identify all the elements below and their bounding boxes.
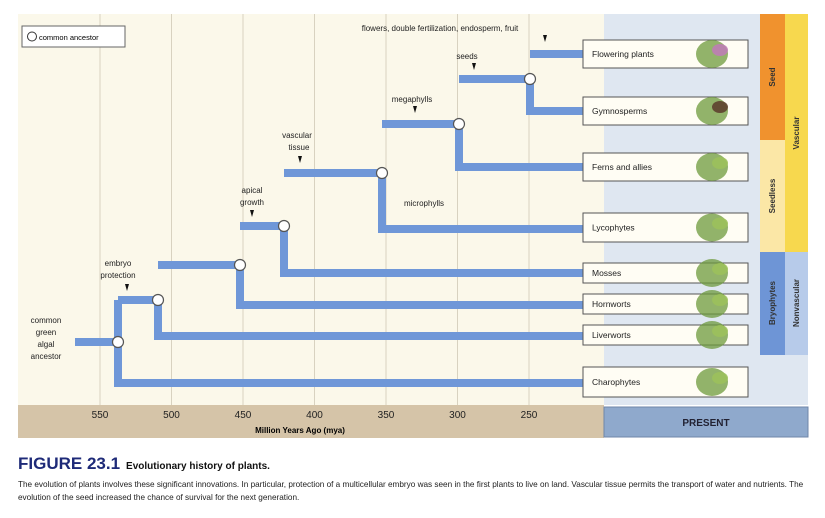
apical-label: growth: [240, 198, 264, 207]
tick-label: 550: [92, 410, 109, 421]
megaphylls-label: megaphylls: [392, 95, 432, 104]
tick-label: 250: [521, 410, 538, 421]
ancestor-node: [151, 293, 165, 307]
tick-label: 500: [163, 410, 180, 421]
plant-illustration-icon: [696, 259, 728, 287]
ancestor-label: common: [31, 316, 62, 325]
taxon-label: Lycophytes: [592, 223, 635, 233]
ancestor-node: [375, 166, 389, 180]
taxon-flowering-plants: Flowering plants: [582, 39, 749, 69]
legend-label: common ancestor: [39, 33, 99, 42]
ancestor-node: [523, 72, 537, 86]
taxon-label: Charophytes: [592, 377, 640, 387]
vascular-label: Vascular: [792, 117, 801, 150]
taxon-label: Mosses: [592, 268, 621, 278]
taxon-mosses: Mosses: [582, 259, 749, 287]
tree-lines: [75, 50, 583, 387]
taxon-hornworts: Hornworts: [582, 290, 749, 318]
taxon-charophytes: Charophytes: [582, 366, 749, 398]
plant-illustration-icon: [696, 97, 728, 125]
embryo-label: embryo: [105, 259, 132, 268]
tick-label: 450: [235, 410, 252, 421]
plant-illustration-icon: [696, 290, 728, 318]
group-vascular: [785, 14, 808, 252]
group-seed: [760, 14, 785, 140]
taxon-label: Flowering plants: [592, 49, 654, 59]
flowers-label: flowers, double fertilization, endosperm…: [362, 24, 519, 33]
bryophytes-label: Bryophytes: [768, 280, 777, 325]
vascular-tissue-label: vascular: [282, 131, 312, 140]
present-box: [603, 406, 809, 438]
taxon-label: Gymnosperms: [592, 106, 647, 116]
taxon-lycophytes: Lycophytes: [582, 212, 749, 243]
taxon-ferns-and-allies: Ferns and allies: [582, 152, 749, 182]
taxon-liverworts: Liverworts: [582, 321, 749, 349]
apical-label: apical: [242, 186, 263, 195]
time-axis: [18, 405, 604, 438]
taxon-label: Liverworts: [592, 330, 631, 340]
ancestor-label: ancestor: [31, 352, 62, 361]
nonvascular-label: Nonvascular: [792, 279, 801, 327]
ancestor-label: green: [36, 328, 56, 337]
branches: [75, 50, 583, 387]
innovation-arrows: [125, 35, 547, 291]
taxon-label: Ferns and allies: [592, 162, 652, 172]
vascular-tissue-label: tissue: [289, 143, 310, 152]
seedless-label: Seedless: [768, 178, 777, 213]
group-bryophytes: [760, 252, 785, 355]
tick-label: 350: [378, 410, 395, 421]
phylogeny-diagram: 550 500 450 400 350 300 250 Million Years Ago …: [18, 14, 809, 438]
legend-box: [21, 25, 126, 48]
plant-illustration-icon: [696, 40, 728, 68]
plant-illustration-icon: [696, 153, 728, 181]
ancestor-node: [233, 258, 247, 272]
axis-label: Million Years Ago (mya): [255, 426, 345, 435]
plot-background: [18, 14, 604, 405]
figure-caption-text: The evolution of plants involves these s…: [18, 480, 804, 502]
taxa-background: [604, 14, 760, 405]
plant-illustration-icon: [696, 321, 728, 349]
figure-caption-heading: FIGURE 23.1 Evolutionary history of plant…: [18, 454, 270, 474]
plant-illustration-icon: [696, 213, 728, 242]
ancestor-label: algal: [38, 340, 55, 349]
seeds-label: seeds: [456, 52, 477, 61]
group-nonvascular: [785, 252, 808, 355]
ancestor-node: [452, 117, 466, 131]
groups-background: [760, 355, 808, 405]
ancestor-node: [277, 219, 291, 233]
ancestor-node: [111, 335, 125, 349]
figure-title: Evolutionary history of plants.: [126, 461, 270, 472]
figure-number: FIGURE 23.1: [18, 454, 121, 473]
embryo-label: protection: [100, 271, 135, 280]
seed-label: Seed: [768, 67, 777, 86]
group-seedless: [760, 140, 785, 252]
present-label: PRESENT: [682, 418, 729, 429]
microphylls-label: microphylls: [404, 199, 444, 208]
tick-label: 300: [449, 410, 466, 421]
ancestor-node-icon: [27, 31, 37, 42]
taxon-label: Hornworts: [592, 299, 631, 309]
taxon-gymnosperms: Gymnosperms: [582, 96, 749, 126]
tick-label: 400: [306, 410, 323, 421]
plant-illustration-icon: [696, 368, 728, 396]
